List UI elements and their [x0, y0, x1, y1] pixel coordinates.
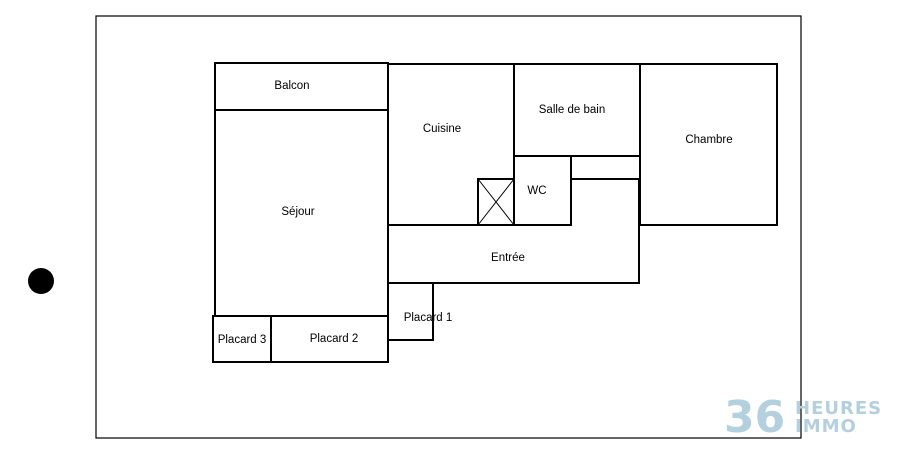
- walls: [212, 62, 778, 363]
- label-salle-de-bain: Salle de bain: [539, 104, 606, 116]
- label-wc: WC: [527, 185, 546, 197]
- logo-word-bottom: IMMO: [795, 416, 857, 437]
- label-chambre: Chambre: [685, 134, 732, 146]
- shaft-cross-b: [477, 178, 515, 226]
- label-balcon: Balcon: [274, 80, 309, 92]
- plan-frame: [95, 15, 802, 439]
- label-placard-3: Placard 3: [218, 334, 267, 346]
- label-cuisine: Cuisine: [423, 123, 461, 135]
- logo-word-top: HEURES: [795, 398, 882, 419]
- logo-number: 36: [724, 392, 785, 443]
- label-placard-2: Placard 2: [310, 333, 359, 345]
- label-entree: Entrée: [491, 252, 525, 264]
- wall-placard-1: [387, 283, 434, 341]
- label-placard-1: Placard 1: [404, 312, 453, 324]
- label-sejour: Séjour: [281, 206, 314, 218]
- logo-36-heures-immo: 36 HEURES IMMO: [724, 392, 882, 443]
- punch-hole-dot: [28, 268, 54, 294]
- wall-chambre: [639, 63, 778, 226]
- wall-entree: [388, 178, 640, 284]
